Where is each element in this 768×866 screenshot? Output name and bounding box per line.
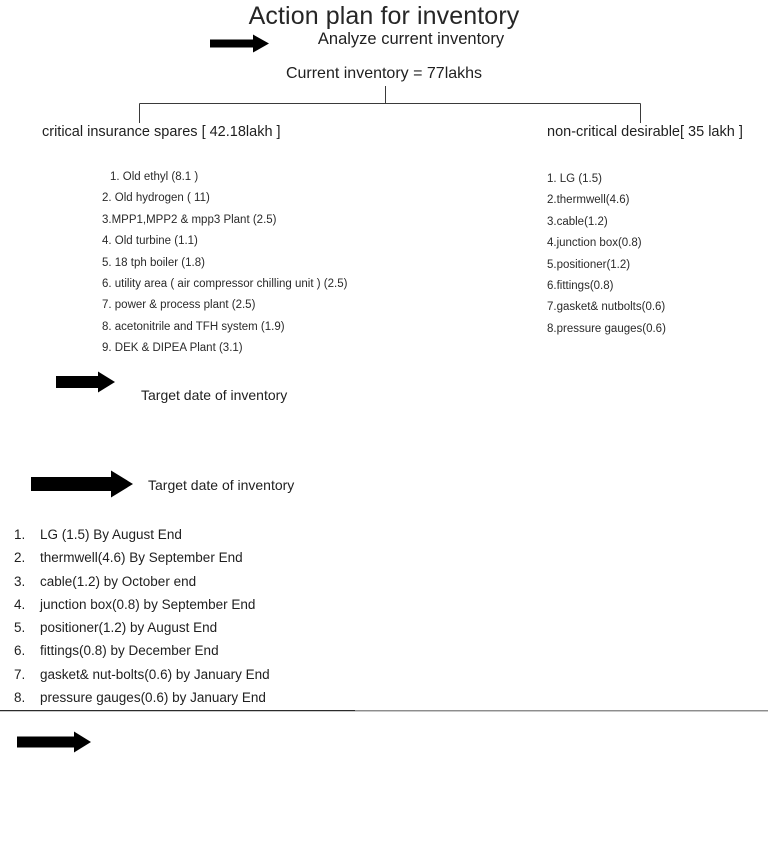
list-item: 7. gasket& nut-bolts(0.6) by January End	[14, 663, 614, 686]
schedule-list: 1. LG (1.5) By August End 2. thermwell(4…	[14, 523, 614, 709]
page-title: Action plan for inventory	[248, 2, 520, 30]
list-item: 5. 18 tph boiler (1.8)	[102, 256, 205, 269]
left-branch-item-list: 1. Old ethyl (8.1 ) 2. Old hydrogen ( 11…	[102, 167, 347, 360]
list-item: 6.fittings(0.8)	[547, 280, 614, 293]
list-item: 5. positioner(1.2) by August End	[14, 616, 614, 639]
list-item-text: pressure gauges(0.6) by January End	[40, 690, 266, 706]
list-item-number: 6.	[14, 643, 26, 659]
left-branch-heading: critical insurance spares [ 42.18lakh ]	[42, 124, 281, 140]
list-item-number: 7.	[14, 666, 26, 682]
right-arrow-icon	[17, 731, 91, 753]
list-item: 4. Old turbine (1.1)	[102, 235, 198, 248]
list-item-text: junction box(0.8) by September End	[40, 596, 256, 612]
list-item-text: thermwell(4.6) By September End	[40, 550, 243, 566]
list-item-text: LG (1.5) By August End	[40, 527, 182, 542]
right-arrow-icon	[210, 34, 269, 53]
analyze-current-inventory-label: Analyze current inventory	[317, 30, 505, 48]
right-branch-item-list: 1. LG (1.5) 2.thermwell(4.6) 3.cable(1.2…	[547, 169, 666, 340]
list-item: 2. thermwell(4.6) By September End	[14, 546, 614, 569]
right-branch-heading: non-critical desirable[ 35 lakh ]	[547, 124, 743, 140]
list-item: 3.MPP1,MPP2 & mpp3 Plant (2.5)	[102, 213, 277, 226]
list-item: 2. Old hydrogen ( 11)	[102, 192, 210, 205]
list-item: 6. utility area ( air compressor chillin…	[102, 278, 348, 291]
divider-right	[355, 710, 768, 711]
list-item: 9. DEK & DIPEA Plant (3.1)	[102, 342, 243, 355]
right-arrow-icon	[31, 470, 133, 498]
list-item: 1. Old ethyl (8.1 )	[110, 171, 199, 183]
list-item: 6. fittings(0.8) by December End	[14, 639, 614, 662]
list-item: 3.cable(1.2)	[547, 215, 608, 228]
list-item: 3. cable(1.2) by October end	[14, 570, 614, 593]
right-arrow-icon	[56, 371, 115, 393]
list-item-text: positioner(1.2) by August End	[40, 620, 218, 636]
list-item: 8. pressure gauges(0.6) by January End	[14, 686, 614, 709]
list-item-number: 8.	[14, 690, 26, 706]
list-item-text: fittings(0.8) by December End	[40, 643, 219, 659]
list-item: 1. LG (1.5) By August End	[14, 523, 614, 546]
list-item-number: 3.	[14, 573, 26, 589]
target-date-label-1: Target date of inventory	[141, 387, 288, 403]
list-item-number: 1.	[14, 527, 26, 542]
divider-left	[0, 710, 355, 711]
list-item: 2.thermwell(4.6)	[547, 194, 630, 207]
divider-hairline	[0, 711, 768, 712]
analyze-current-inventory-line: Analyze current inventory	[0, 30, 768, 49]
list-item: 4. junction box(0.8) by September End	[14, 593, 614, 616]
list-item: 5.positioner(1.2)	[547, 258, 631, 271]
target-date-label-2: Target date of inventory	[148, 477, 295, 493]
current-inventory-total: Current inventory = 77lakhs	[285, 65, 483, 82]
list-item-number: 5.	[14, 620, 26, 636]
list-item-text: gasket& nut-bolts(0.6) by January End	[40, 666, 270, 682]
list-item: 7. power & process plant (2.5)	[102, 299, 256, 312]
list-item-number: 4.	[14, 596, 26, 612]
list-item: 8. acetonitrile and TFH system (1.9)	[102, 320, 285, 333]
list-item: 7.gasket& nutbolts(0.6)	[547, 301, 666, 314]
list-item: 4.junction box(0.8)	[547, 237, 642, 250]
list-item: 8.pressure gauges(0.6)	[547, 322, 666, 335]
branch-connector	[138, 86, 642, 123]
list-item-text: cable(1.2) by October end	[40, 573, 197, 589]
list-item-number: 2.	[14, 550, 26, 566]
list-item: 1. LG (1.5)	[547, 173, 602, 185]
